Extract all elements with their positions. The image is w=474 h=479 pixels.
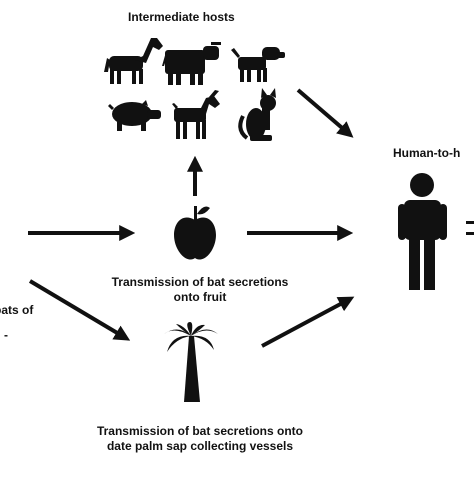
cow-icon — [162, 42, 221, 85]
palm-sap-transmission-label-line2: date palm sap collecting vessels — [106, 439, 294, 453]
arrow-hosts-to-human — [296, 88, 354, 138]
goat-icon — [172, 90, 220, 139]
fruit-transmission-label-line2: onto fruit — [173, 290, 227, 304]
pig-icon — [108, 100, 161, 131]
bats-label-partial-2: - — [4, 328, 8, 342]
partial-arrow-icon — [466, 221, 474, 235]
intermediate-hosts-label: Intermediate hosts — [128, 10, 235, 24]
dog-icon — [231, 47, 285, 82]
arrow-bats-to-palm — [28, 279, 131, 341]
horse-icon — [104, 38, 163, 84]
palm-tree-icon — [164, 322, 218, 402]
human-icon — [398, 173, 447, 290]
human-to-human-label: Human-to-h — [393, 146, 461, 160]
palm-sap-transmission-label-line1: Transmission of bat secretions onto — [96, 424, 304, 438]
fruit-transmission-label-line1: Transmission of bat secretions — [111, 275, 289, 289]
cat-icon — [238, 88, 276, 141]
arrow-palm-to-human — [261, 296, 355, 348]
apple-icon — [174, 206, 216, 260]
